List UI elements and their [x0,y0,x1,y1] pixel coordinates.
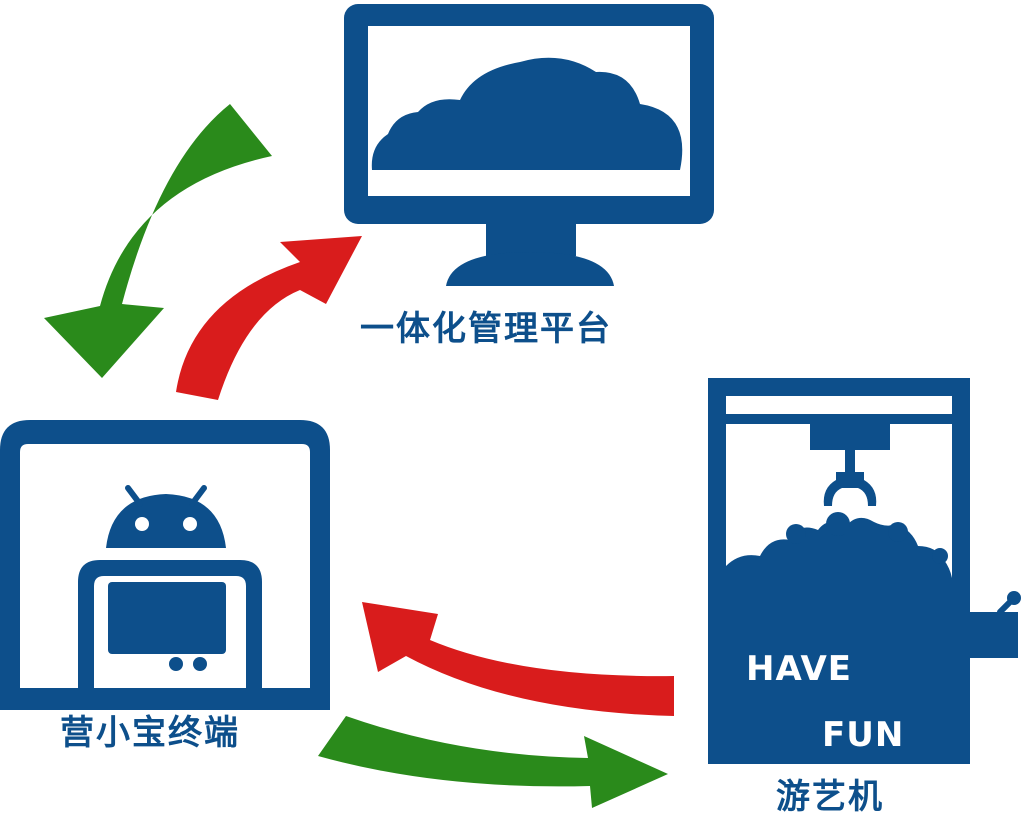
claw-carriage [810,424,890,450]
monitor-neck [486,224,576,256]
android-head [106,494,226,548]
machine-sign-line2: FUN [822,715,904,755]
arrow-arcade-to-terminal [362,602,674,716]
claw-hook [823,472,877,506]
android-antenna-right [189,485,207,507]
terminal-button-right [193,657,207,671]
joystick-knob [1007,591,1021,605]
cloud-monitor-icon [344,4,714,286]
arcade-label: 游艺机 [776,777,884,817]
claw-cable [845,450,855,472]
terminal-screen [108,582,226,654]
arrow-terminal-to-arcade [318,716,668,808]
cloud-shape [371,57,683,170]
machine-sign-line1: HAVE [746,649,852,689]
android-eye-left [135,517,149,531]
terminal-device [78,560,262,688]
arrow-platform-to-terminal [44,104,272,378]
arrow-terminal-to-platform [176,236,362,400]
platform-label: 一体化管理平台 [360,309,612,349]
control-panel [966,612,1018,658]
machine-rail [726,414,952,424]
android-terminal-icon [0,420,330,710]
terminal-button-left [169,657,183,671]
monitor-stand [446,252,614,286]
claw-machine-icon [708,378,1021,764]
android-eye-right [183,517,197,531]
terminal-label: 营小宝终端 [60,713,240,753]
android-antenna-left [125,485,143,507]
